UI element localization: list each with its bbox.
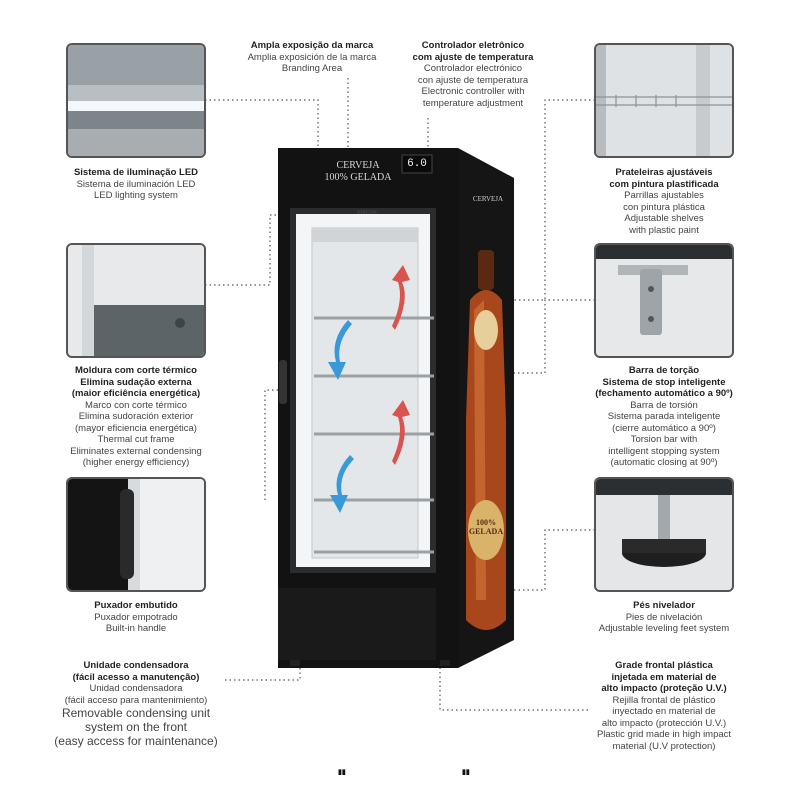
led-lighting-image <box>68 45 204 156</box>
leveling-feet-thumb <box>594 477 734 592</box>
callout-shelves: Prateleiras ajustáveis com pintura plast… <box>564 167 764 236</box>
callout-led-lines: Sistema de iluminación LED LED lighting … <box>76 178 196 202</box>
callout-condenser-title: Unidade condensadora (fácil acesso a man… <box>72 660 200 683</box>
callout-frame: Moldura com corte térmico Elimina sudaçã… <box>36 365 236 469</box>
handle-image <box>68 479 204 590</box>
callout-led: Sistema de iluminação LED Sistema de ilu… <box>36 167 236 202</box>
callout-grid: Grade frontal plástica injetada em mater… <box>564 660 764 752</box>
callout-branding: Ampla exposição da marca Amplia exposici… <box>222 40 402 75</box>
callout-handle: Puxador embutido Puxador empotrado Built… <box>36 600 236 635</box>
beer-bottle-graphic <box>466 250 506 630</box>
callout-controller-lines: Controlador electrónico con ajuste de te… <box>417 63 529 109</box>
callout-condenser-lines-large: Removable condensing unit system on the … <box>54 706 218 748</box>
callout-frame-title: Moldura com corte térmico Elimina sudaçã… <box>71 365 201 399</box>
fridge-side-brand: CERVEJA <box>472 195 504 203</box>
callout-shelves-lines: Parrillas ajustables con pintura plástic… <box>623 190 705 236</box>
bottle-label-text: 100% GELADA <box>468 518 504 536</box>
callout-handle-title: Puxador embutido <box>94 600 178 611</box>
callout-handle-lines: Puxador empotrado Built-in handle <box>94 611 178 635</box>
shelves-thumb <box>594 43 734 158</box>
handle-thumb <box>66 477 206 592</box>
callout-torsion-title: Barra de torção Sistema de stop intelige… <box>595 365 733 399</box>
controller-readout: 6.0 <box>407 158 427 170</box>
frame-thumb <box>66 243 206 358</box>
leveling-feet-image <box>596 479 732 590</box>
airflow-arrows <box>328 265 410 513</box>
footer-logo-right: ▮▮ <box>462 769 470 776</box>
fridge-header-brand: CERVEJA 100% GELADA <box>324 160 392 183</box>
callout-grid-title: Grade frontal plástica injetada em mater… <box>601 660 727 694</box>
torsion-bar-thumb <box>594 243 734 358</box>
frame-image <box>68 245 204 356</box>
door-handle <box>279 360 287 404</box>
temperature-display <box>401 154 433 174</box>
callout-led-title: Sistema de iluminação LED <box>73 167 199 178</box>
callout-feet-title: Pés nivelador <box>633 600 695 611</box>
callout-branding-title: Ampla exposição da marca <box>250 40 374 51</box>
fridge-maker-badge: FRICON <box>357 210 377 216</box>
callout-controller-title: Controlador eletrônico com ajuste de tem… <box>412 40 534 63</box>
callout-torsion: Barra de torção Sistema de stop intelige… <box>564 365 764 469</box>
shelves-image <box>596 45 732 156</box>
callout-controller: Controlador eletrônico com ajuste de tem… <box>388 40 558 109</box>
callout-feet-lines: Pies de nivelación Adjustable leveling f… <box>598 611 730 635</box>
callout-grid-lines: Rejilla frontal de plástico inyectado en… <box>596 694 732 752</box>
callout-feet: Pés nivelador Pies de nivelación Adjusta… <box>564 600 764 635</box>
callout-branding-lines: Amplia exposición de la marca Branding A… <box>247 51 377 75</box>
callout-condenser-lines: Unidad condensadora (fácil acceso para m… <box>64 683 208 706</box>
callout-condenser: Unidade condensadora (fácil acesso a man… <box>36 660 236 748</box>
callout-shelves-title: Prateleiras ajustáveis com pintura plast… <box>609 167 719 190</box>
torsion-bar-image <box>596 245 732 356</box>
footer-logo-left: ▮▮ <box>338 769 346 776</box>
callout-torsion-lines: Barra de torsión Sistema parada intelige… <box>607 399 721 469</box>
led-lighting-thumb <box>66 43 206 158</box>
front-grid <box>278 588 436 660</box>
callout-frame-lines: Marco con corte térmico Elimina sudoraci… <box>70 399 202 469</box>
